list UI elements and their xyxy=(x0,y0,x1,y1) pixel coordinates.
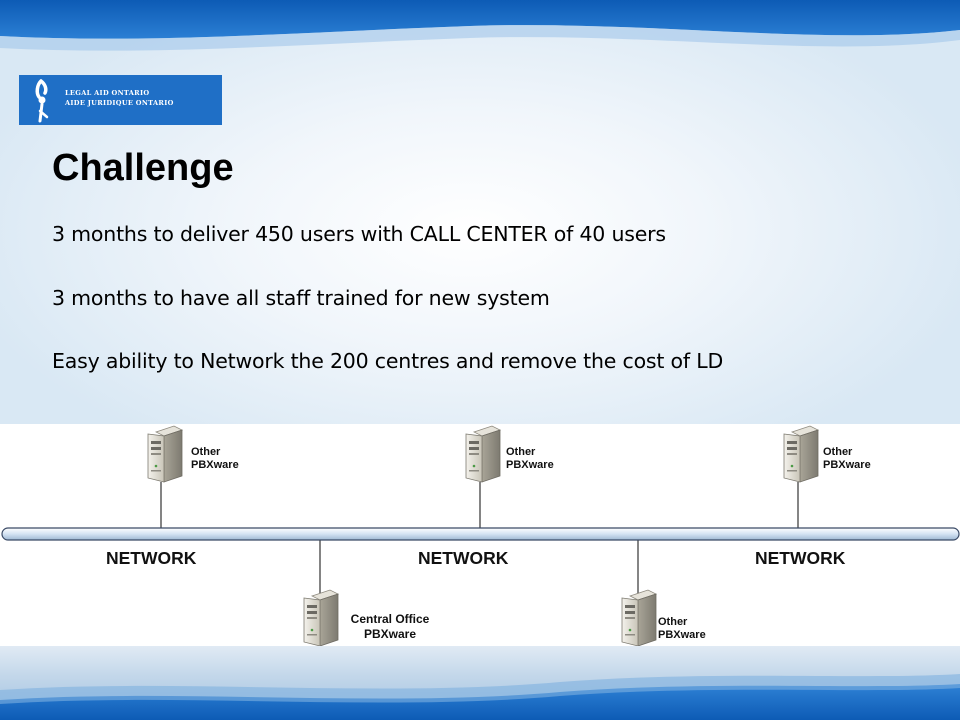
server-label-top-1: Other PBXware xyxy=(191,446,239,472)
server-icon xyxy=(303,589,339,646)
network-diagram: NETWORK NETWORK NETWORK Other PBXware Ot… xyxy=(0,424,960,646)
server-label-line2: PBXware xyxy=(191,459,239,471)
server-label-line1: Other xyxy=(823,446,853,458)
network-label-3: NETWORK xyxy=(755,548,846,568)
server-icon xyxy=(621,589,657,646)
legal-aid-ontario-logo: Legal Aid Ontario Aide juridique Ontario xyxy=(19,75,222,125)
server-label-line1: Central Office xyxy=(350,612,430,626)
network-label-2: NETWORK xyxy=(418,548,509,568)
background-top xyxy=(0,0,960,440)
server-label-line2: PBXware xyxy=(658,629,706,641)
server-label-central-office: Central Office PBXware xyxy=(342,612,438,642)
server-label-line1: Other xyxy=(658,616,688,628)
server-label-top-2: Other PBXware xyxy=(506,446,554,472)
slide-title: Challenge xyxy=(52,147,234,189)
network-bar xyxy=(1,527,960,541)
bullet-2: 3 months to have all staff trained for n… xyxy=(52,286,550,310)
logo-line-1: Legal Aid Ontario xyxy=(65,89,150,97)
server-label-line1: Other xyxy=(191,446,221,458)
logo-figure-icon xyxy=(35,79,49,123)
server-icon xyxy=(147,425,183,483)
server-label-line2: PBXware xyxy=(506,459,554,471)
server-label-line1: Other xyxy=(506,446,536,458)
server-label-line2: PBXware xyxy=(363,627,417,641)
server-label-top-3: Other PBXware xyxy=(823,446,871,472)
server-label-line2: PBXware xyxy=(823,459,871,471)
bullet-3: Easy ability to Network the 200 centres … xyxy=(52,349,724,373)
server-label-bottom-2: Other PBXware xyxy=(658,616,706,642)
logo-text: Legal Aid Ontario Aide juridique Ontario xyxy=(65,88,174,108)
logo-line-2: Aide juridique Ontario xyxy=(65,99,174,107)
server-icon xyxy=(465,425,501,483)
server-icon xyxy=(783,425,819,483)
bullet-1: 3 months to deliver 450 users with CALL … xyxy=(52,222,666,246)
network-label-1: NETWORK xyxy=(106,548,197,568)
